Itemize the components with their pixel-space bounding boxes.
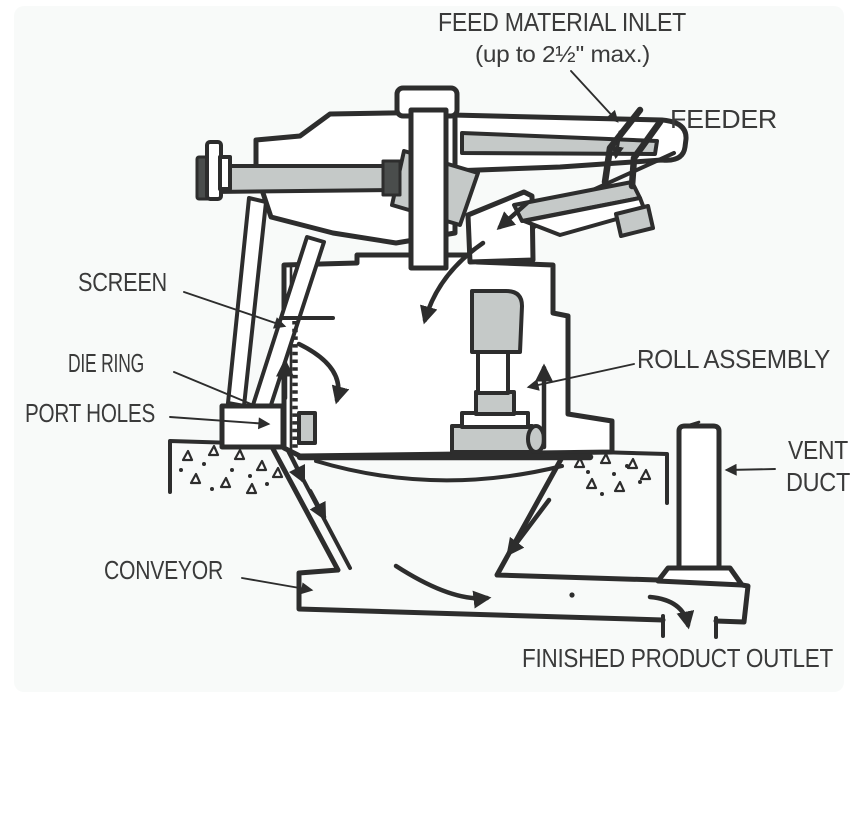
leader-lines <box>169 70 776 595</box>
labels: FEED MATERIAL INLET (up to 2½'' max.) FE… <box>25 7 851 673</box>
port-holes-block <box>297 411 317 445</box>
label-conveyor: CONVEYOR <box>104 555 223 585</box>
label-feeder: FEEDER <box>670 104 777 134</box>
label-roll-assembly: ROLL ASSEMBLY <box>637 344 830 374</box>
label-feed-material-inlet: FEED MATERIAL INLET <box>438 7 686 37</box>
conveyor-flow-arrow <box>393 563 492 609</box>
die-ring <box>219 403 286 450</box>
leader-die-ring <box>173 371 252 405</box>
leader-conveyor <box>241 577 314 595</box>
bottom-pan <box>314 459 564 483</box>
vent-duct <box>655 420 745 588</box>
feeder <box>512 106 664 238</box>
feed-drop-arrow <box>496 200 530 230</box>
vent-duct-pipe <box>676 423 722 571</box>
label-port-holes: PORT HOLES <box>25 398 155 428</box>
conveyor-trough <box>269 444 751 639</box>
roll-assembly <box>450 289 553 454</box>
head-assembly <box>195 85 689 271</box>
leader-vent-duct <box>724 463 776 476</box>
center-post <box>408 107 449 271</box>
leader-port-holes <box>169 416 271 430</box>
label-vent: VENT <box>788 435 848 465</box>
label-die-ring: DIE RING <box>68 348 144 378</box>
vent-duct-base <box>655 565 745 588</box>
screen <box>281 316 335 449</box>
screen-circulation-arrow <box>296 341 350 405</box>
outlet-flow-arrow <box>647 594 695 630</box>
leader-roll-assembly <box>526 363 635 391</box>
outlet-flanges <box>661 614 718 639</box>
adjustment-shaft <box>211 164 400 194</box>
flow-arrows <box>276 200 695 630</box>
label-finished-product-outlet: FINISHED PRODUCT OUTLET <box>522 643 833 673</box>
mill-housing <box>281 252 615 483</box>
label-duct: DUCT <box>786 467 850 497</box>
chamber-feed-arrow <box>420 240 486 325</box>
leader-screen <box>183 291 287 329</box>
feeder-chute <box>601 106 644 186</box>
label-screen: SCREEN <box>78 267 167 297</box>
label-feed-size-note: (up to 2½'' max.) <box>475 41 650 67</box>
leader-feed-inlet <box>570 70 619 123</box>
